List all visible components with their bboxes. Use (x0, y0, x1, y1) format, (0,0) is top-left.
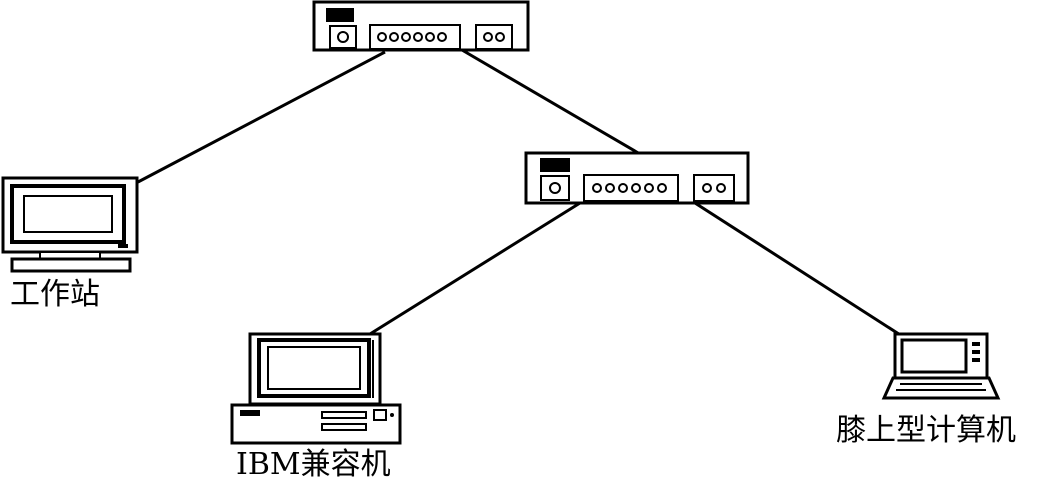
link-hub1-hub2 (461, 48, 641, 156)
hub-icon (524, 151, 750, 205)
workstation-monitor-icon (1, 176, 139, 273)
ibm-pc-node (230, 332, 402, 445)
hub-middle (524, 151, 750, 205)
link-hub2-ibm (369, 201, 581, 336)
laptop-node (881, 332, 1001, 400)
laptop-icon (881, 332, 1001, 400)
hub-icon (312, 0, 530, 52)
hub-top (312, 0, 530, 52)
ibm-pc-label: IBM兼容机 (236, 447, 391, 482)
laptop-label: 膝上型计算机 (836, 413, 1016, 448)
workstation-node (1, 176, 139, 273)
desktop-pc-icon (230, 332, 402, 445)
connections (137, 48, 906, 340)
link-hub1-workstation (137, 50, 386, 184)
workstation-label: 工作站 (10, 277, 100, 312)
link-hub2-laptop (694, 201, 906, 340)
